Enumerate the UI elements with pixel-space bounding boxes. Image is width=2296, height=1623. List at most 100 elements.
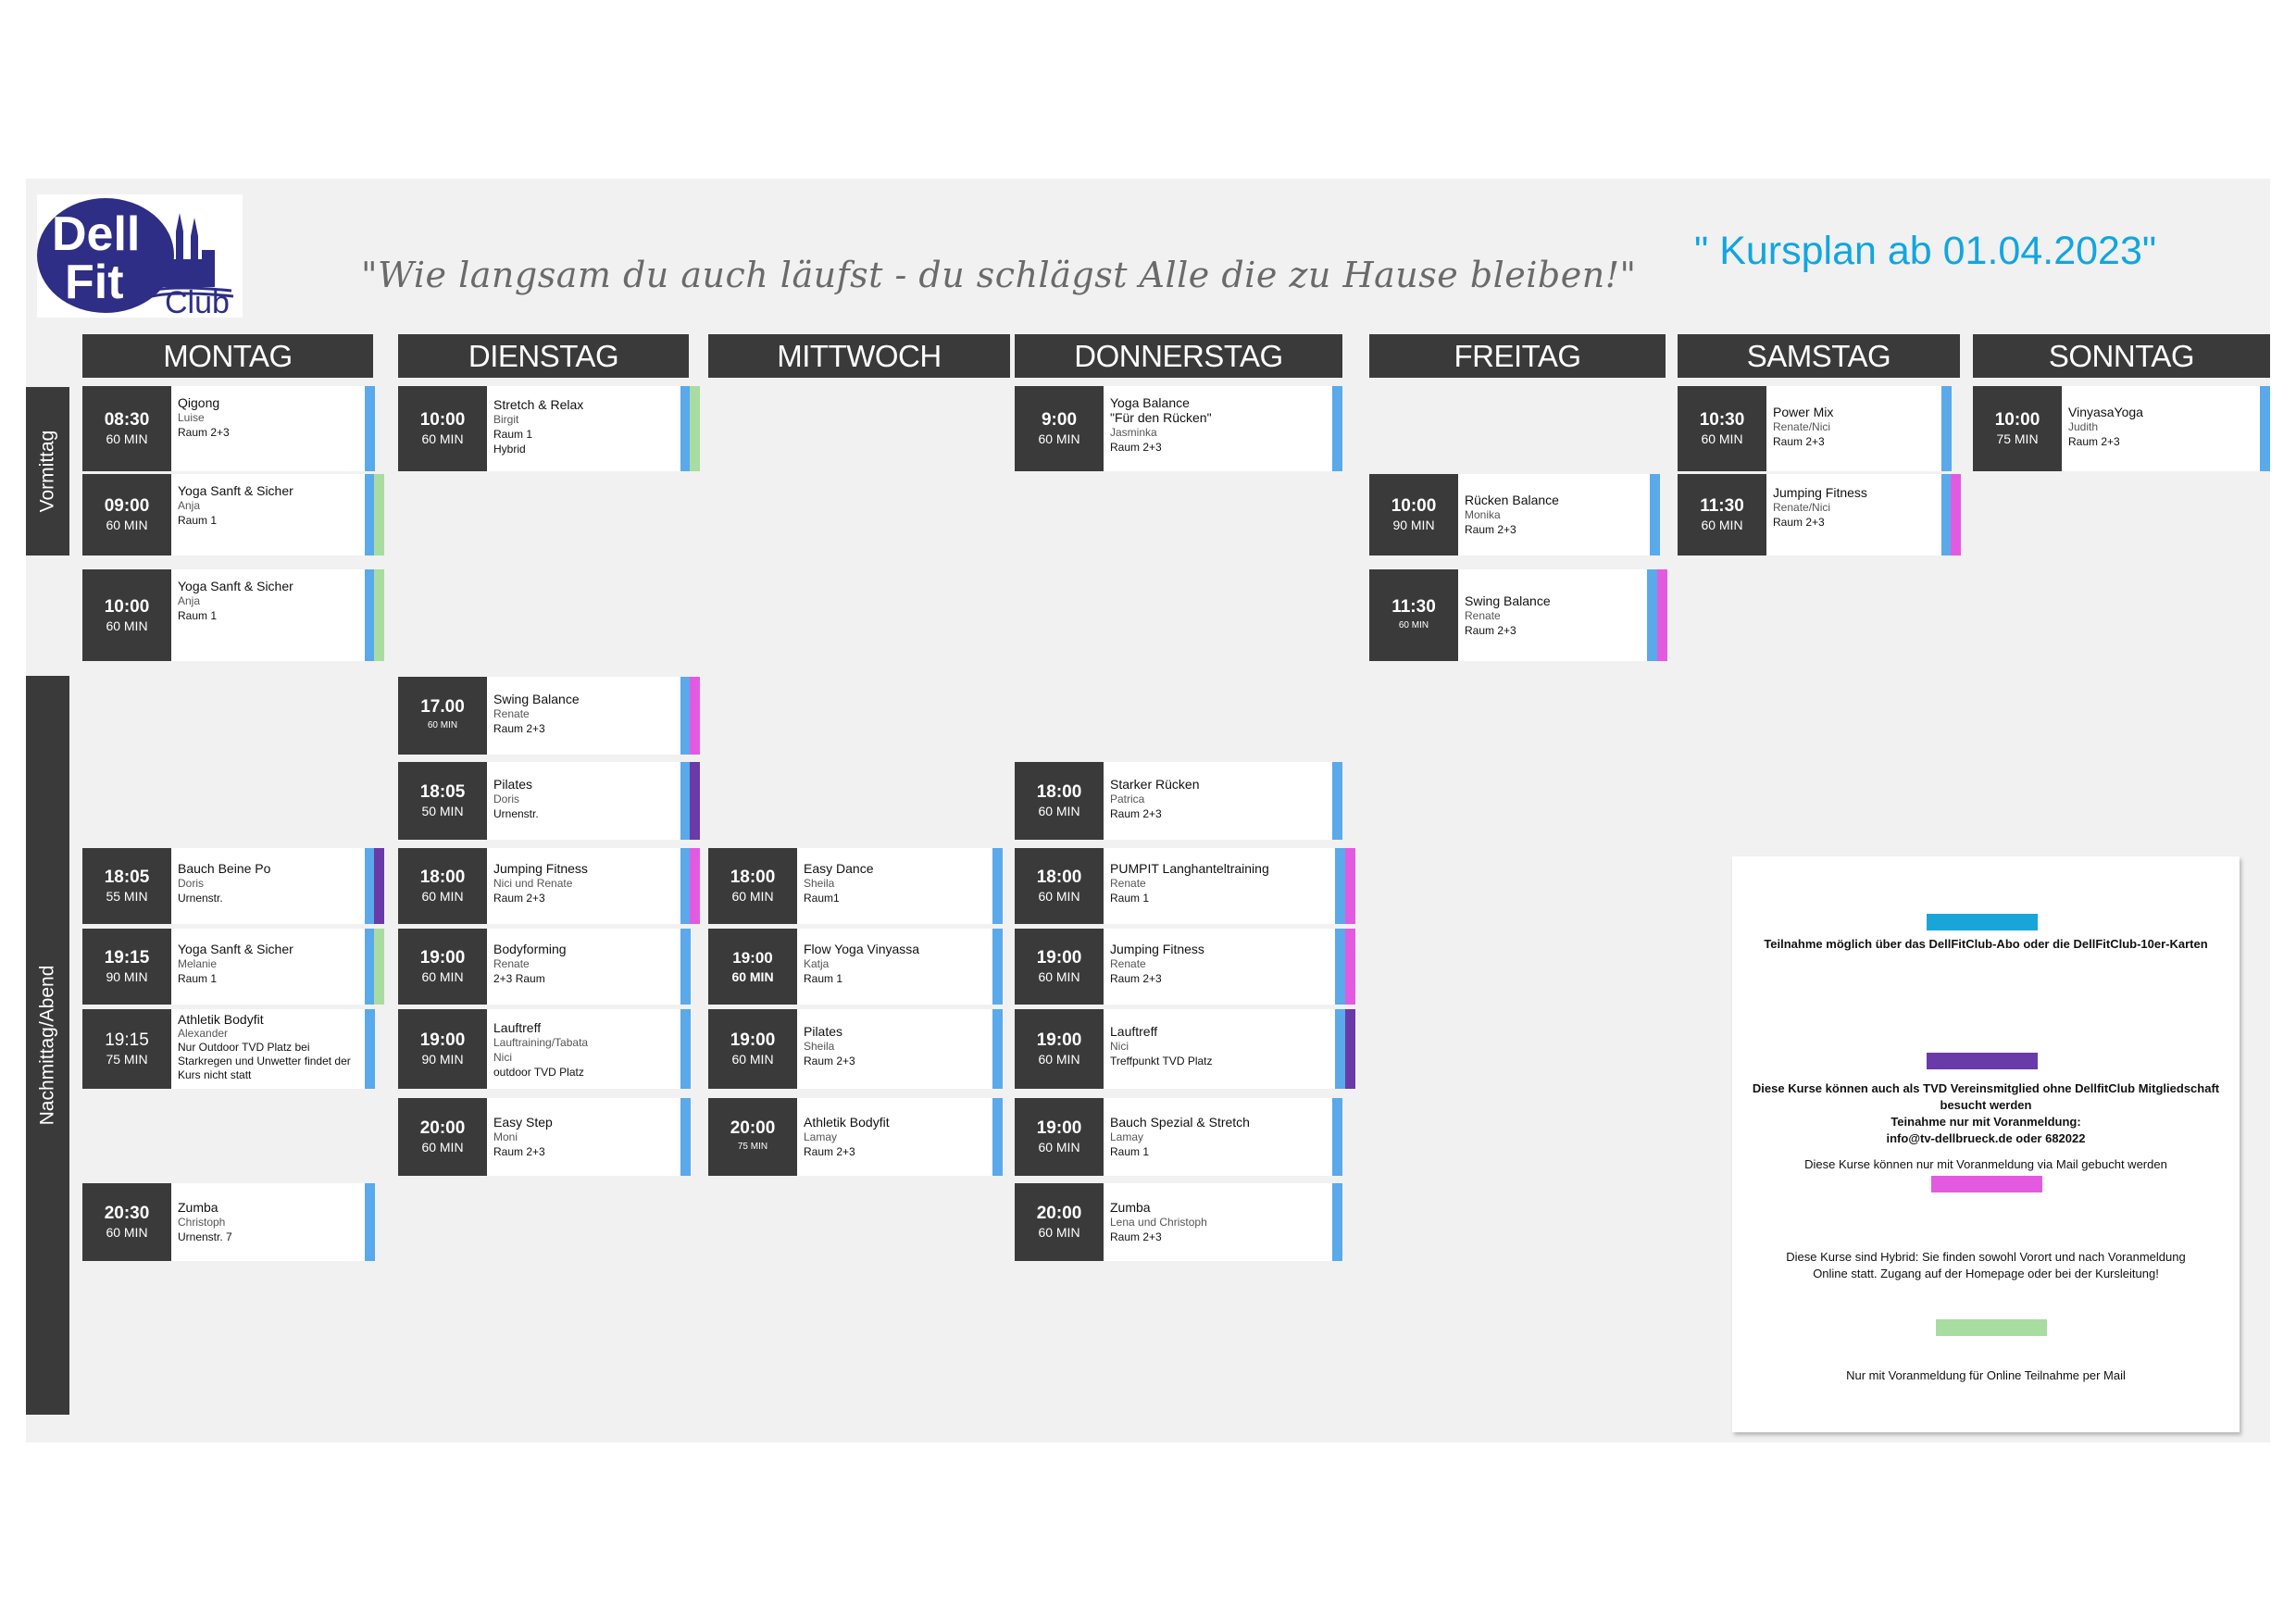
day-header-dienstag: DIENSTAG (398, 334, 689, 378)
logo-text-fit: Fit (65, 256, 124, 309)
marker-magenta (1951, 474, 1961, 556)
marker-blue (365, 1009, 375, 1089)
dellfitclub-logo: Dell Fit Club (37, 194, 243, 318)
marker-blue (365, 386, 375, 471)
marker-magenta (1657, 569, 1667, 661)
day-header-montag: MONTAG (82, 334, 373, 378)
marker-green (690, 386, 700, 471)
marker-blue (1647, 569, 1657, 661)
marker-blue (365, 569, 375, 661)
marker-blue (1332, 762, 1342, 840)
marker-magenta (1345, 848, 1355, 924)
legend-text-mail-booking: Diese Kurse können nur mit Voranmeldung … (1804, 1157, 2167, 1171)
logo-text-dell: Dell (52, 207, 140, 261)
marker-purple (374, 848, 384, 924)
marker-blue (680, 762, 691, 840)
legend-swatch-purple (1927, 1053, 2038, 1069)
marker-purple (1345, 1009, 1355, 1089)
legend-swatch-blue (1927, 914, 2038, 930)
day-header-sonntag: SONNTAG (1973, 334, 2270, 378)
marker-blue (1941, 474, 1952, 556)
marker-green (374, 929, 384, 1005)
marker-purple (690, 762, 700, 840)
marker-blue (365, 1183, 375, 1261)
marker-blue (365, 929, 375, 1005)
water-lines-icon (149, 286, 234, 298)
marker-blue (1941, 386, 1952, 471)
day-header-donnerstag: DONNERSTAG (1015, 334, 1342, 378)
marker-blue (680, 386, 691, 471)
legend-text-magenta: Diese Kurse sind Hybrid: Sie finden sowo… (1786, 1250, 2186, 1280)
legend-text-green: Nur mit Voranmeldung für Online Teilnahm… (1846, 1368, 2126, 1382)
marker-blue (1335, 1009, 1345, 1089)
marker-blue (1332, 386, 1342, 471)
marker-blue (992, 929, 1003, 1005)
marker-magenta (690, 848, 700, 924)
marker-blue (992, 1098, 1003, 1176)
legend-text-purple-note: Teinahme nur mit Voranmeldung: (1890, 1115, 2081, 1129)
side-label-nachmittag-abend: Nachmittag/Abend (26, 676, 69, 1415)
marker-blue (1335, 848, 1345, 924)
marker-blue (1335, 929, 1345, 1005)
legend-text-purple: Diese Kurse können auch als TVD Vereinsm… (1752, 1081, 2220, 1112)
marker-blue (365, 474, 375, 556)
day-header-samstag: SAMSTAG (1678, 334, 1960, 378)
slogan: "Wie langsam du auch läufst - du schlägs… (361, 255, 1637, 295)
legend-box: Teilnahme möglich über das DellFitClub-A… (1732, 856, 2240, 1432)
marker-blue (680, 1098, 691, 1176)
marker-blue (680, 848, 691, 924)
page-title: " Kursplan ab 01.04.2023" (1694, 229, 2157, 273)
day-header-freitag: FREITAG (1369, 334, 1666, 378)
legend-swatch-green (1936, 1319, 2047, 1336)
legend-swatch-magenta (1931, 1176, 2042, 1192)
marker-blue (1650, 474, 1660, 556)
cathedral-icon (154, 213, 215, 287)
marker-magenta (1345, 929, 1355, 1005)
marker-green (374, 569, 384, 661)
marker-blue (1332, 1183, 1342, 1261)
legend-text-blue: Teilnahme möglich über das DellFitClub-A… (1764, 937, 2208, 951)
side-label-vormittag: Vormittag (26, 387, 69, 556)
marker-blue (680, 1009, 691, 1089)
marker-blue (2260, 386, 2270, 471)
marker-blue (680, 929, 691, 1005)
day-header-mittwoch: MITTWOCH (708, 334, 1010, 378)
marker-blue (365, 848, 375, 924)
legend-text-contact: info@tv-dellbrueck.de oder 682022 (1886, 1131, 2086, 1145)
marker-blue (992, 1009, 1003, 1089)
marker-magenta (690, 677, 700, 755)
marker-blue (680, 677, 691, 755)
marker-blue (992, 848, 1003, 924)
